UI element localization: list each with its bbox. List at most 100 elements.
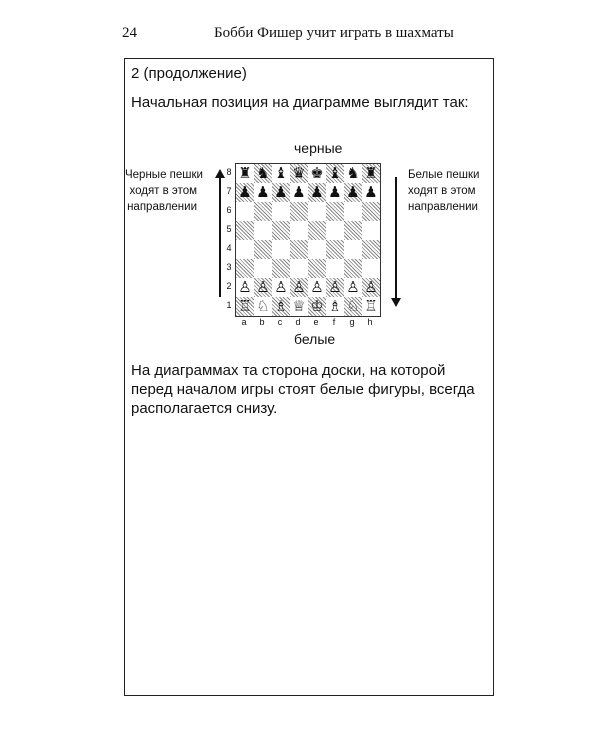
black-pawn-direction-note: Черные пешки ходят в этом направлении xyxy=(125,167,203,215)
board-square xyxy=(362,221,380,240)
file-label: h xyxy=(367,317,373,327)
chess-piece-icon: ♝ xyxy=(328,164,342,182)
board-square: ♖ xyxy=(362,297,380,316)
board-square: ♟ xyxy=(254,183,272,202)
file-label: g xyxy=(349,317,355,327)
chess-piece-icon: ♛ xyxy=(292,164,306,182)
rank-label: 4 xyxy=(226,243,232,253)
running-title: Бобби Фишер учит играть в шахматы xyxy=(214,25,454,41)
file-label: e xyxy=(313,317,319,327)
chess-piece-icon: ♖ xyxy=(238,297,252,315)
board-square: ♝ xyxy=(272,164,290,183)
board-square xyxy=(308,240,326,259)
chess-board: ♜♞♝♛♚♝♞♜♟♟♟♟♟♟♟♟♙♙♙♙♙♙♙♙♖♘♗♕♔♗♘♖ xyxy=(235,163,381,317)
content-frame: 2 (продолжение) Начальная позиция на диа… xyxy=(124,58,494,696)
board-square xyxy=(272,221,290,240)
board-square: ♚ xyxy=(308,164,326,183)
chess-piece-icon: ♜ xyxy=(238,164,252,182)
chess-piece-icon: ♙ xyxy=(238,278,252,296)
board-square: ♝ xyxy=(326,164,344,183)
chess-piece-icon: ♙ xyxy=(292,278,306,296)
black-side-label: черные xyxy=(294,140,343,156)
board-square xyxy=(344,221,362,240)
page-number: 24 xyxy=(122,25,137,41)
chess-piece-icon: ♚ xyxy=(310,164,324,182)
board-square: ♙ xyxy=(344,278,362,297)
chess-piece-icon: ♗ xyxy=(328,297,342,315)
note-line: Белые пешки xyxy=(408,169,480,181)
board-square xyxy=(362,240,380,259)
board-square xyxy=(254,240,272,259)
board-square xyxy=(344,202,362,221)
chess-piece-icon: ♟ xyxy=(328,183,342,201)
board-square xyxy=(326,221,344,240)
board-square: ♟ xyxy=(308,183,326,202)
board-square: ♘ xyxy=(254,297,272,316)
board-square xyxy=(362,259,380,278)
board-square xyxy=(308,259,326,278)
rank-label: 3 xyxy=(226,262,232,272)
chess-piece-icon: ♙ xyxy=(274,278,288,296)
chess-piece-icon: ♙ xyxy=(310,278,324,296)
arrow-down-icon xyxy=(391,177,401,307)
file-label: a xyxy=(241,317,247,327)
chess-piece-icon: ♔ xyxy=(310,297,324,315)
chess-piece-icon: ♟ xyxy=(256,183,270,201)
board-square xyxy=(290,221,308,240)
board-square xyxy=(254,202,272,221)
board-square: ♖ xyxy=(236,297,254,316)
board-square: ♙ xyxy=(236,278,254,297)
rank-labels: 8 7 6 5 4 3 2 1 xyxy=(224,163,234,315)
board-square: ♔ xyxy=(308,297,326,316)
board-square xyxy=(326,202,344,221)
board-square xyxy=(236,240,254,259)
note-line: направлении xyxy=(408,201,478,213)
board-square: ♕ xyxy=(290,297,308,316)
white-side-label: белые xyxy=(294,331,336,347)
note-line: ходят в этом xyxy=(408,185,476,197)
chess-piece-icon: ♕ xyxy=(292,297,306,315)
file-label: c xyxy=(277,317,283,327)
rank-label: 1 xyxy=(226,300,232,310)
chess-piece-icon: ♝ xyxy=(274,164,288,182)
board-square xyxy=(236,202,254,221)
chess-piece-icon: ♜ xyxy=(364,164,378,182)
board-square xyxy=(272,259,290,278)
arrow-up-icon xyxy=(215,169,225,297)
chess-piece-icon: ♟ xyxy=(310,183,324,201)
board-square: ♙ xyxy=(254,278,272,297)
chess-piece-icon: ♗ xyxy=(274,297,288,315)
chess-piece-icon: ♞ xyxy=(346,164,360,182)
board-square xyxy=(290,259,308,278)
board-square: ♜ xyxy=(362,164,380,183)
board-square xyxy=(326,259,344,278)
board-square xyxy=(236,259,254,278)
board-square xyxy=(272,202,290,221)
board-square xyxy=(254,259,272,278)
board-square: ♟ xyxy=(344,183,362,202)
board-square: ♙ xyxy=(272,278,290,297)
chess-piece-icon: ♟ xyxy=(292,183,306,201)
board-square xyxy=(272,240,290,259)
note-line: ходят в этом xyxy=(129,185,197,197)
file-label: d xyxy=(295,317,301,327)
frame-heading: 2 (продолжение) xyxy=(131,65,247,82)
board-square: ♙ xyxy=(290,278,308,297)
chess-piece-icon: ♖ xyxy=(364,297,378,315)
note-line: направлении xyxy=(127,201,197,213)
board-square: ♟ xyxy=(290,183,308,202)
white-pawn-direction-note: Белые пешки ходят в этом направлении xyxy=(408,167,494,215)
conclusion-text: На диаграммах та сторона доски, на котор… xyxy=(131,362,475,417)
file-label: f xyxy=(332,317,336,327)
file-label: b xyxy=(259,317,265,327)
board-square: ♟ xyxy=(236,183,254,202)
chess-piece-icon: ♟ xyxy=(346,183,360,201)
rank-label: 6 xyxy=(226,205,232,215)
board-square xyxy=(290,240,308,259)
board-square xyxy=(254,221,272,240)
chess-piece-icon: ♞ xyxy=(256,164,270,182)
board-square: ♟ xyxy=(272,183,290,202)
board-square xyxy=(344,259,362,278)
board-square xyxy=(236,221,254,240)
chess-piece-icon: ♟ xyxy=(274,183,288,201)
